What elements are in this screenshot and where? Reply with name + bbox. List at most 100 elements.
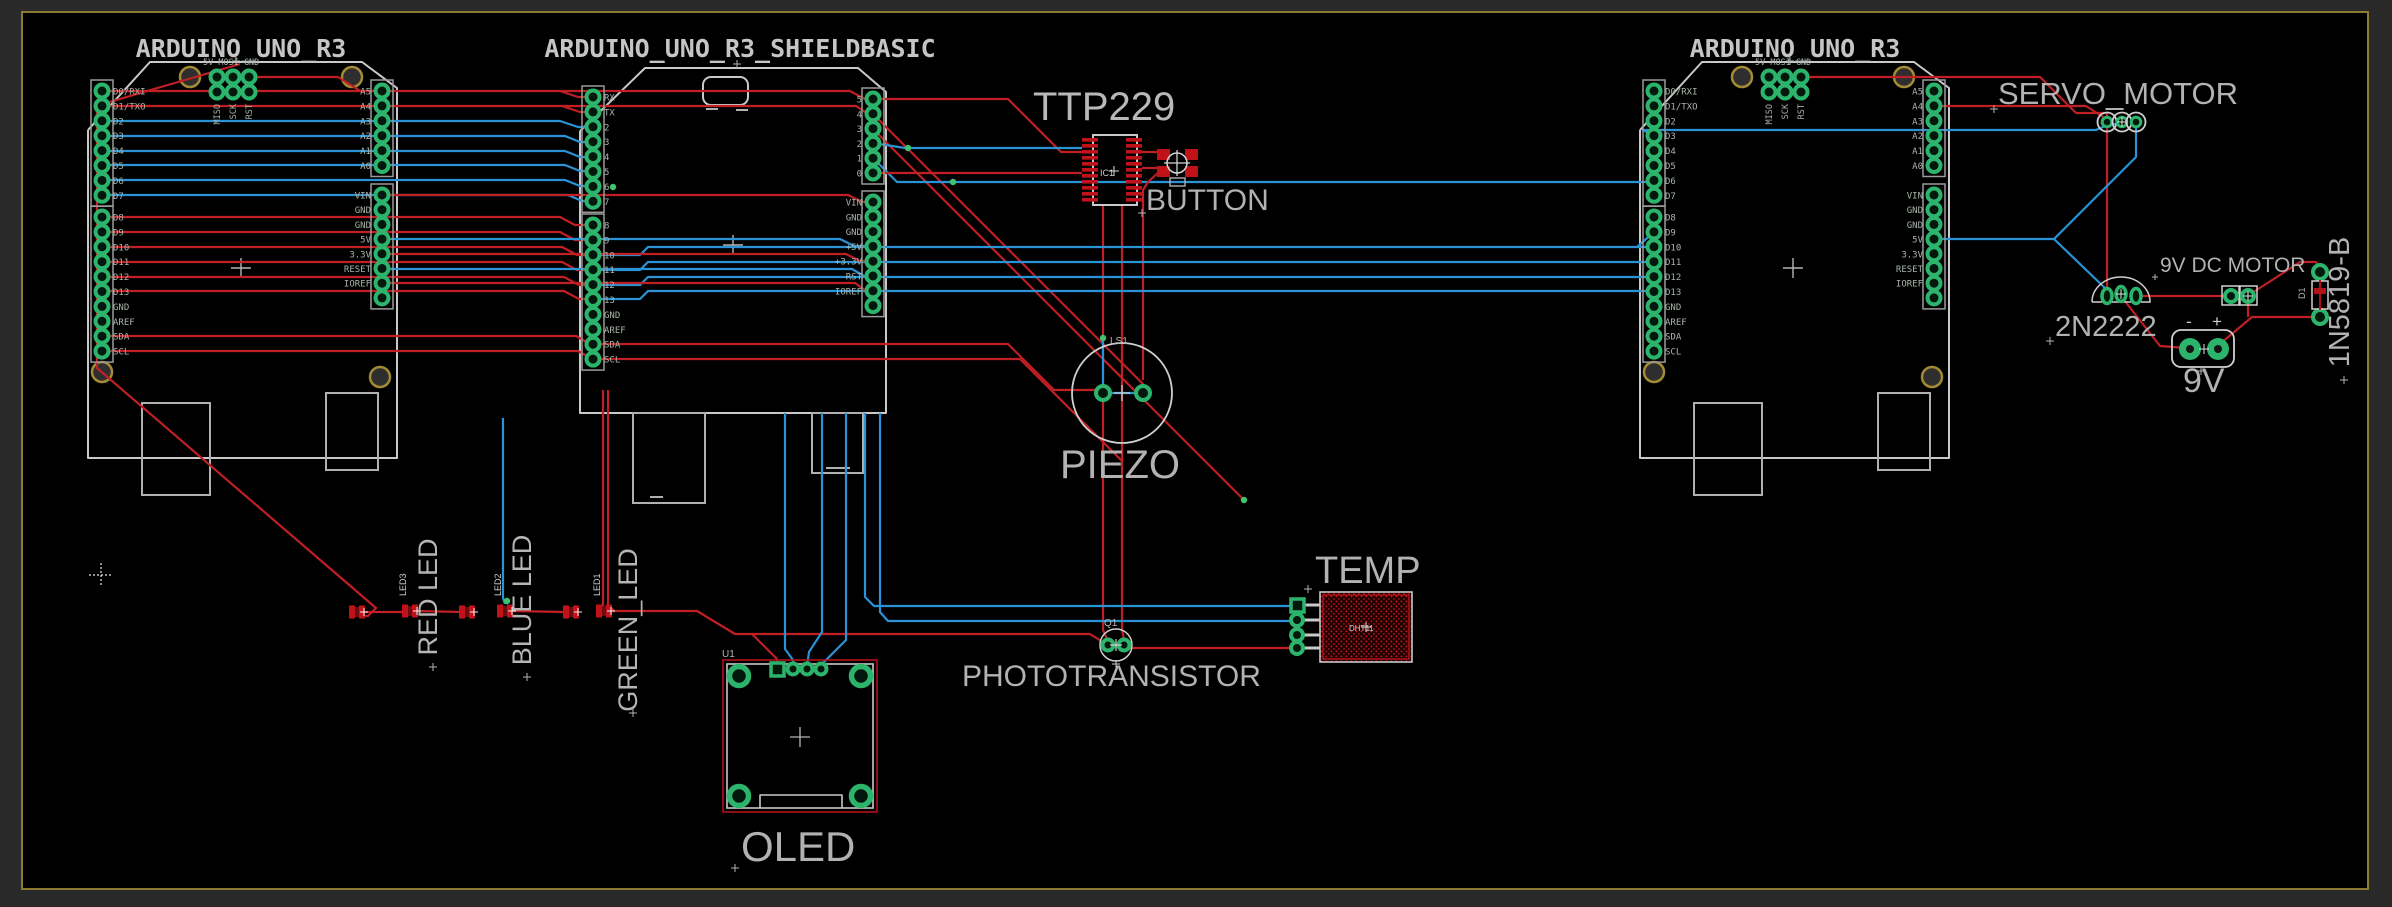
trace-red[interactable] (416, 609, 462, 614)
icsp-header-pad[interactable] (224, 68, 242, 86)
label-9v[interactable]: 9V (2183, 362, 2225, 400)
ref-led2[interactable]: LED2 (493, 573, 503, 596)
mounting-hole[interactable] (1730, 65, 1754, 89)
header-shield-right-power-outline[interactable] (861, 190, 885, 318)
oled-mount-pad[interactable] (848, 783, 874, 809)
icsp-header-pad[interactable] (1760, 68, 1778, 86)
header-uno-left-power-pad[interactable] (93, 327, 111, 345)
usb-connector-outline[interactable] (1693, 402, 1763, 496)
temp-pad[interactable] (1289, 627, 1305, 643)
motor-pad-outline[interactable] (2239, 285, 2258, 306)
header-uno2-left-power-pad[interactable] (1645, 268, 1663, 286)
header-uno-left-power-pad[interactable] (93, 238, 111, 256)
icsp-header-pad[interactable] (1792, 68, 1810, 86)
label-red-led[interactable]: RED LED (413, 538, 443, 655)
servo-pad[interactable] (2129, 115, 2143, 129)
ttp229-pads-left[interactable] (1082, 168, 1098, 172)
ttp229-pads-left[interactable] (1082, 180, 1098, 184)
header-uno2-left-power-outline[interactable] (1642, 205, 1666, 363)
icsp-header-pad[interactable] (1776, 68, 1794, 86)
header-uno2-left-power-pad[interactable] (1645, 327, 1663, 345)
header-uno2-left-digital-pad[interactable] (1645, 97, 1663, 115)
header-shield-right-top-pad[interactable] (864, 164, 882, 182)
ref-ls1[interactable]: LS1 (1110, 336, 1128, 347)
power-jack-outline[interactable] (325, 392, 379, 471)
transistor-pad[interactable] (2129, 286, 2143, 306)
resistor-smd[interactable] (349, 605, 355, 619)
motor-pad[interactable] (2223, 288, 2239, 304)
mounting-hole[interactable] (1920, 365, 1944, 389)
header-shield-left-top-pad[interactable] (584, 88, 602, 106)
header-uno2-right-analog-pad[interactable] (1925, 97, 1943, 115)
ttp229-pads-left[interactable] (1082, 150, 1098, 154)
header-shield-left-top-pad[interactable] (584, 148, 602, 166)
ref-d1[interactable]: D1 (2297, 287, 2307, 299)
label-blue-led[interactable]: BLUE LED (507, 535, 537, 666)
header-uno2-right-power-pad[interactable] (1925, 186, 1943, 204)
header-shield-left-bottom-pad[interactable] (584, 335, 602, 353)
header-uno-right-analog-pad[interactable] (373, 82, 391, 100)
via[interactable] (609, 183, 617, 191)
header-shield-right-top-pad[interactable] (864, 120, 882, 138)
header-uno2-left-power-pad[interactable] (1645, 297, 1663, 315)
trace-blue[interactable] (872, 157, 1648, 184)
icsp-header-pad[interactable] (208, 83, 226, 101)
trace-blue[interactable] (593, 289, 1654, 301)
header-uno-right-power-pad[interactable] (373, 245, 391, 263)
header-uno2-left-digital-pad[interactable] (1645, 157, 1663, 174)
diode-pad[interactable] (2311, 263, 2329, 281)
battery-plus-label[interactable]: + (2212, 312, 2222, 331)
ref-dht11[interactable]: DHT11 (1349, 624, 1374, 633)
via[interactable] (503, 597, 511, 605)
header-uno2-right-power-pad[interactable] (1925, 230, 1943, 248)
header-shield-left-top-pad[interactable] (584, 103, 602, 121)
header-uno2-left-power-pad[interactable] (1645, 253, 1663, 271)
board-outline-shield[interactable] (579, 67, 887, 414)
ttp229-pads-left[interactable] (1082, 186, 1098, 190)
oled-pin[interactable] (785, 661, 801, 677)
ttp229-pads-right[interactable] (1126, 168, 1142, 172)
led-smd-red[interactable] (402, 604, 408, 618)
header-shield-left-top-pad[interactable] (584, 133, 602, 151)
ttp229-pads-right[interactable] (1126, 192, 1142, 196)
header-uno2-left-digital-pad[interactable] (1645, 186, 1663, 204)
ref-q1[interactable]: Q1 (1104, 618, 1118, 629)
header-uno-left-power-pad[interactable] (93, 208, 111, 226)
mounting-hole[interactable] (1642, 360, 1666, 384)
header-uno2-left-power-pad[interactable] (1645, 342, 1663, 360)
header-uno2-left-digital-pad[interactable] (1645, 142, 1663, 160)
header-shield-right-top-pad[interactable] (864, 134, 882, 152)
trace-red[interactable] (1934, 104, 2104, 118)
header-shield-right-power-pad[interactable] (864, 252, 882, 270)
trace-blue[interactable] (863, 413, 1291, 608)
trace-red[interactable] (102, 334, 1100, 392)
header-shield-left-bottom-pad[interactable] (584, 291, 602, 308)
trace-red[interactable] (1801, 75, 2109, 289)
ref-led3[interactable]: LED3 (398, 573, 408, 596)
header-uno-right-power-pad[interactable] (373, 186, 391, 204)
trace-blue[interactable] (878, 413, 1291, 623)
header-shield-right-power-pad[interactable] (864, 208, 882, 226)
header-shield-right-power-pad[interactable] (864, 223, 882, 241)
via[interactable] (1099, 334, 1107, 342)
header-uno2-right-power-pad[interactable] (1925, 274, 1943, 292)
ttp229-pads-right[interactable] (1126, 150, 1142, 154)
via[interactable] (904, 144, 912, 152)
label-piezo[interactable]: PIEZO (1060, 443, 1180, 487)
piezo-pad[interactable] (1134, 384, 1152, 402)
label-button[interactable]: BUTTON (1146, 184, 1269, 217)
header-uno-right-power-pad[interactable] (373, 289, 391, 307)
via[interactable] (949, 178, 957, 186)
icsp-header-pad[interactable] (1776, 83, 1794, 101)
header-uno2-left-power-pad[interactable] (1645, 283, 1663, 300)
button-pad[interactable] (1157, 166, 1170, 177)
power-jack-outline[interactable] (811, 412, 864, 474)
header-shield-left-top-pad[interactable] (584, 177, 602, 195)
ttp229-pads-right[interactable] (1126, 162, 1142, 166)
oled-outline[interactable] (726, 663, 874, 809)
header-shield-left-top-pad[interactable] (584, 118, 602, 136)
header-shield-right-power-pad[interactable] (864, 267, 882, 285)
motor-pad-outline[interactable] (2221, 285, 2240, 306)
piezo-outline[interactable] (1071, 342, 1173, 444)
